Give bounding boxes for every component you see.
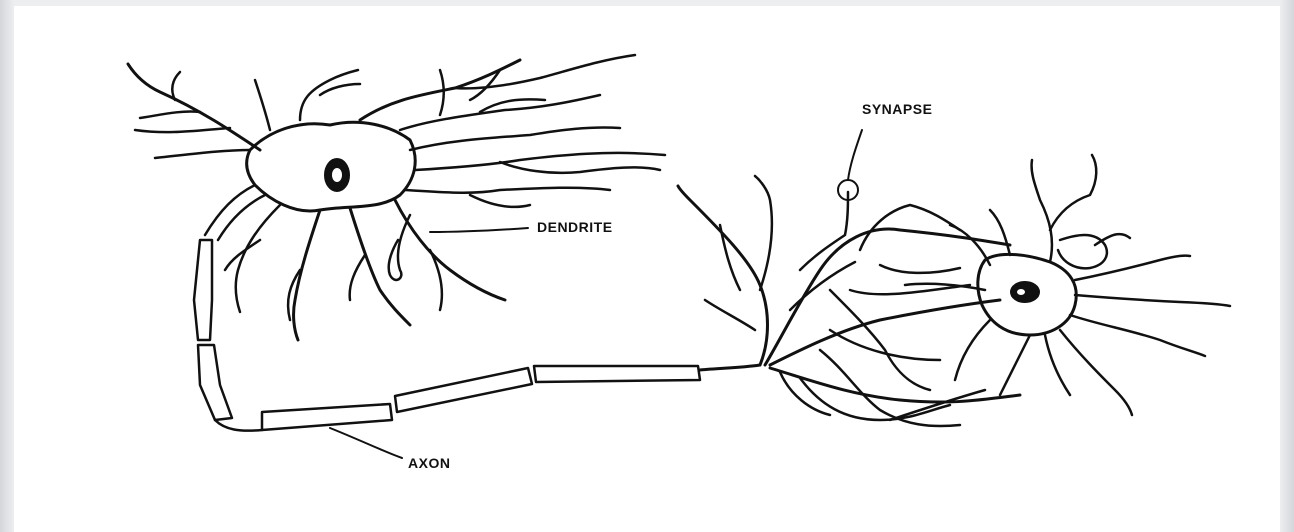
dendrite-label: DENDRITE [537,219,613,235]
dendrite-pointer-line [430,228,528,232]
myelin-sheath [194,240,212,340]
axon-pointer-line [330,428,402,458]
neuron-1 [128,55,665,340]
axon-label: AXON [408,455,450,471]
synapse-pointer-line [848,130,862,180]
neuron-2 [678,130,1230,426]
axon [194,185,760,458]
myelin-sheath [395,368,532,412]
myelin-sheath [198,345,232,420]
myelin-sheath [262,404,392,430]
synapse-label: SYNAPSE [862,101,932,117]
myelin-sheath [534,366,700,382]
